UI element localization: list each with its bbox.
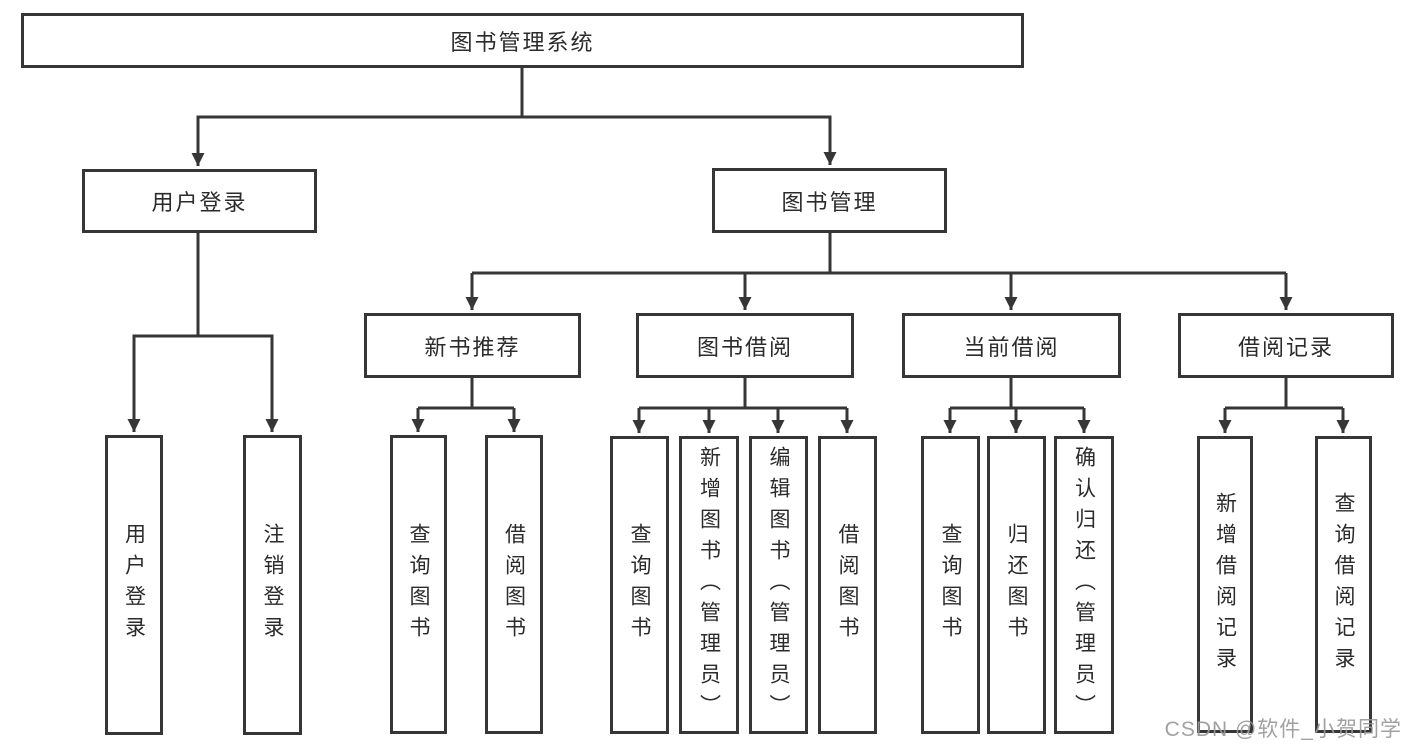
leaf-borrow-query-label: 查询图书 <box>628 523 651 647</box>
node-current-borrow: 当前借阅 <box>902 313 1121 378</box>
leaf-borrow-borrow: 借阅图书 <box>818 436 877 734</box>
leaf-borrow-edit: 编辑图书（管理员） <box>749 436 808 734</box>
leaf-record-add: 新增借阅记录 <box>1197 436 1253 733</box>
leaf-borrow-query: 查询图书 <box>610 436 669 734</box>
leaf-current-query-label: 查询图书 <box>939 523 962 647</box>
connector-root-to-book-mgmt <box>522 115 837 165</box>
node-user-login: 用户登录 <box>82 169 317 233</box>
leaf-record-add-label: 新增借阅记录 <box>1213 491 1237 678</box>
csdn-watermark: CSDN @软件_小贺同学 <box>1164 718 1402 741</box>
leaf-newbook-query: 查询图书 <box>390 435 447 734</box>
leaf-current-confirm: 确认归还（管理员） <box>1054 436 1114 734</box>
connector-book-borrow-stem <box>639 378 847 410</box>
leaf-record-query: 查询借阅记录 <box>1315 436 1372 733</box>
leaf-record-query-label: 查询借阅记录 <box>1332 491 1355 678</box>
leaf-current-return-label: 归还图书 <box>1005 523 1028 647</box>
leaf-borrow-edit-label: 编辑图书（管理员） <box>767 445 790 725</box>
node-book-borrow-label: 图书借阅 <box>696 334 793 360</box>
node-book-borrow: 图书借阅 <box>636 313 854 378</box>
connector-user-login-to-login <box>127 233 200 432</box>
connector-user-login-to-logout <box>198 334 279 432</box>
leaf-logout-label: 注销登录 <box>261 523 284 647</box>
leaf-newbook-borrow: 借阅图书 <box>485 435 543 734</box>
leaf-current-return: 归还图书 <box>987 436 1046 734</box>
connector-new-book-stem <box>418 378 514 410</box>
node-book-mgmt: 图书管理 <box>712 168 947 233</box>
connector-borrow-record-stem <box>1225 378 1343 410</box>
node-new-book: 新书推荐 <box>364 313 581 378</box>
leaf-newbook-query-label: 查询图书 <box>407 522 430 647</box>
node-borrow-record: 借阅记录 <box>1178 313 1394 378</box>
node-borrow-record-label: 借阅记录 <box>1237 334 1334 360</box>
node-root: 图书管理系统 <box>21 13 1024 68</box>
connector-current-borrow-stem <box>950 378 1084 410</box>
leaf-borrow-add-label: 新增图书（管理员） <box>697 445 721 725</box>
node-current-borrow-label: 当前借阅 <box>963 334 1060 360</box>
leaf-borrow-borrow-label: 借阅图书 <box>836 523 859 647</box>
leaf-logout: 注销登录 <box>243 435 302 735</box>
leaf-user-login: 用户登录 <box>105 435 163 735</box>
connector-root-to-user-login <box>191 68 524 166</box>
node-new-book-label: 新书推荐 <box>424 334 521 360</box>
leaf-newbook-borrow-label: 借阅图书 <box>502 522 526 647</box>
leaf-borrow-add: 新增图书（管理员） <box>679 436 739 734</box>
node-user-login-label: 用户登录 <box>151 190 248 215</box>
leaf-current-confirm-label: 确认归还（管理员） <box>1072 445 1096 725</box>
node-book-mgmt-label: 图书管理 <box>781 189 878 215</box>
leaf-current-query: 查询图书 <box>921 436 980 734</box>
node-root-label: 图书管理系统 <box>450 29 595 55</box>
leaf-user-login-label: 用户登录 <box>122 523 146 647</box>
